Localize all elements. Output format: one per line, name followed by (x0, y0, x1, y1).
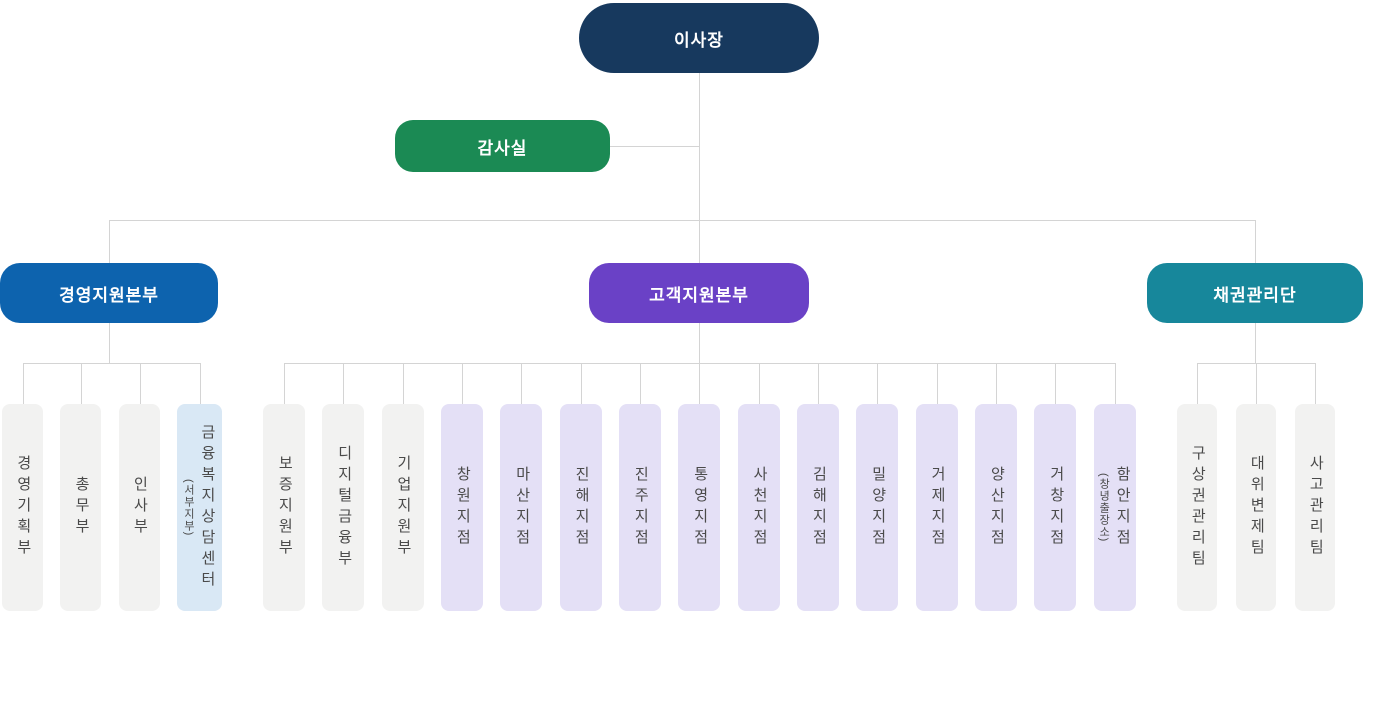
org-leaf-1-13: 거창지점 (1034, 404, 1077, 611)
connector-line (23, 363, 200, 364)
org-leaf-2-1: 대위변제팀 (1236, 404, 1276, 611)
connector-line (699, 323, 700, 363)
leaf-label: 진해지점 (572, 465, 590, 550)
org-leaf-1-10: 밀양지점 (856, 404, 899, 611)
leaf-label: 디지털금융부 (335, 444, 353, 571)
org-leaf-0-3: 금융복지상담센터(서부지부) (176, 404, 222, 611)
leaf-label: 거제지점 (929, 465, 947, 550)
connector-line (1197, 363, 1198, 404)
division-node-management: 경영지원본부 (0, 263, 218, 323)
leaf-label: 거창지점 (1047, 465, 1065, 550)
leaf-group-bond: 구상권관리팀 대위변제팀 사고관리팀 (1177, 404, 1335, 611)
org-leaf-1-0: 보증지원부 (263, 404, 305, 611)
connector-line (109, 220, 1255, 221)
leaf-label: 사천지점 (751, 465, 768, 550)
leaf-group-management: 경영기획부 총무부 인사부 금융복지상담센터(서부지부) (2, 404, 222, 611)
leaf-label: 사고관리팀 (1307, 455, 1325, 560)
org-leaf-2-2: 사고관리팀 (1295, 404, 1335, 611)
connector-line (1255, 323, 1256, 363)
chairman-node: 이사장 (579, 3, 819, 73)
org-leaf-1-9: 김해지점 (797, 404, 840, 611)
connector-line (640, 363, 641, 404)
org-leaf-0-1: 총무부 (60, 404, 102, 611)
connector-line (1115, 363, 1116, 404)
connector-line (610, 146, 699, 147)
connector-line (521, 363, 522, 404)
connector-line (699, 363, 700, 404)
org-leaf-1-11: 거제지점 (915, 404, 958, 611)
org-leaf-0-2: 인사부 (118, 404, 160, 611)
leaf-label: 김해지점 (810, 465, 828, 550)
connector-line (81, 363, 82, 404)
leaf-label: 양산지점 (988, 465, 1006, 550)
leaf-sublabel: (서부지부) (182, 478, 195, 537)
org-leaf-1-5: 진해지점 (559, 404, 602, 611)
leaf-label: 인사부 (131, 476, 149, 539)
connector-line (699, 73, 700, 263)
org-leaf-1-2: 기업지원부 (381, 404, 424, 611)
org-leaf-1-14: 함안지점(창녕출장소) (1093, 404, 1136, 611)
org-leaf-1-1: 디지털금융부 (322, 404, 365, 611)
connector-line (403, 363, 404, 404)
connector-line (818, 363, 819, 404)
division-node-customer: 고객지원본부 (589, 263, 809, 323)
connector-line (109, 220, 110, 263)
leaf-label: 경영기획부 (14, 455, 32, 560)
connector-line (109, 323, 110, 363)
connector-line (759, 363, 760, 404)
org-leaf-1-8: 사천지점 (737, 404, 780, 611)
org-leaf-1-3: 창원지점 (441, 404, 484, 611)
org-leaf-0-0: 경영기획부 (2, 404, 43, 611)
audit-office-node: 감사실 (395, 120, 610, 172)
leaf-label: 대위변제팀 (1248, 455, 1266, 560)
leaf-group-customer: 보증지원부 디지털금융부 기업지원부 창원지점 마산지점 진해지점 진주지점 통영지점 사천지점… (263, 404, 1136, 611)
connector-line (200, 363, 201, 404)
connector-line (1256, 363, 1257, 404)
connector-line (343, 363, 344, 404)
connector-line (581, 363, 582, 404)
org-leaf-1-6: 진주지점 (619, 404, 662, 611)
leaf-label: 금융복지상담센터(서부지부) (181, 404, 218, 611)
leaf-sublabel: (창녕출장소) (1097, 472, 1110, 543)
leaf-label: 밀양지점 (869, 465, 887, 550)
leaf-label: 통영지점 (691, 465, 709, 550)
org-leaf-1-4: 마산지점 (500, 404, 543, 611)
leaf-label: 마산지점 (513, 465, 531, 550)
connector-line (140, 363, 141, 404)
connector-line (1055, 363, 1056, 404)
connector-line (996, 363, 997, 404)
leaf-label: 구상권관리팀 (1189, 444, 1207, 571)
connector-line (23, 363, 24, 404)
leaf-label: 보증지원부 (276, 455, 294, 560)
leaf-label: 함안지점(창녕출장소) (1096, 404, 1133, 611)
connector-line (877, 363, 878, 404)
division-node-bond: 채권관리단 (1147, 263, 1363, 323)
leaf-label: 총무부 (73, 476, 91, 539)
leaf-label: 진주지점 (632, 465, 650, 550)
org-leaf-2-0: 구상권관리팀 (1177, 404, 1217, 611)
leaf-label: 기업지원부 (394, 455, 412, 560)
connector-line (1315, 363, 1316, 404)
connector-line (462, 363, 463, 404)
connector-line (284, 363, 285, 404)
connector-line (937, 363, 938, 404)
connector-line (1255, 220, 1256, 263)
org-leaf-1-12: 양산지점 (975, 404, 1018, 611)
org-leaf-1-7: 통영지점 (678, 404, 721, 611)
leaf-label: 창원지점 (454, 465, 472, 550)
